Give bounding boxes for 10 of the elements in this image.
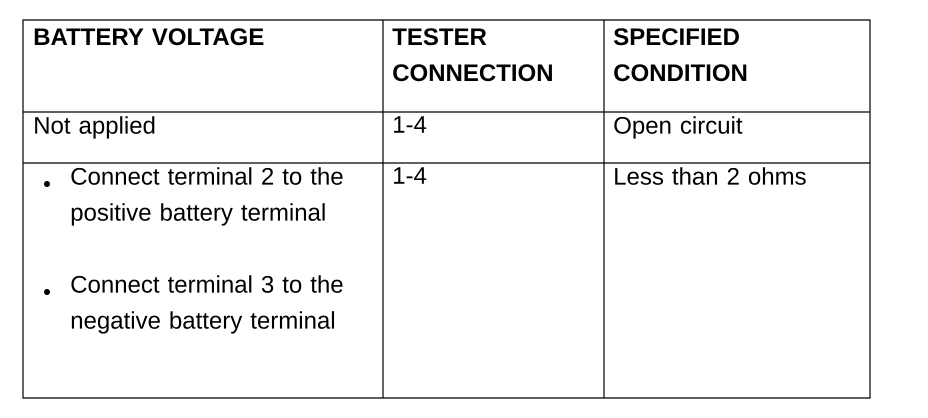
table-cell-text: 1-4 <box>394 167 426 184</box>
table-cell-text: Not applied <box>35 116 154 139</box>
column-header: TESTER CONNECTION <box>392 28 552 82</box>
table-cell-text: Open circuit <box>614 116 742 139</box>
table-cell-text: Less than 2 ohms <box>615 167 806 185</box>
bullet-item-text: Connect terminal 3 to the negative battery terminal <box>71 275 343 334</box>
bullet-item-text: Connect terminal 2 to the positive battery terminal <box>71 167 343 226</box>
column-header: BATTERY VOLTAGE <box>34 28 264 46</box>
table-cell-text: 1-4 <box>394 116 426 133</box>
column-header: SPECIFIED CONDITION <box>614 28 746 82</box>
